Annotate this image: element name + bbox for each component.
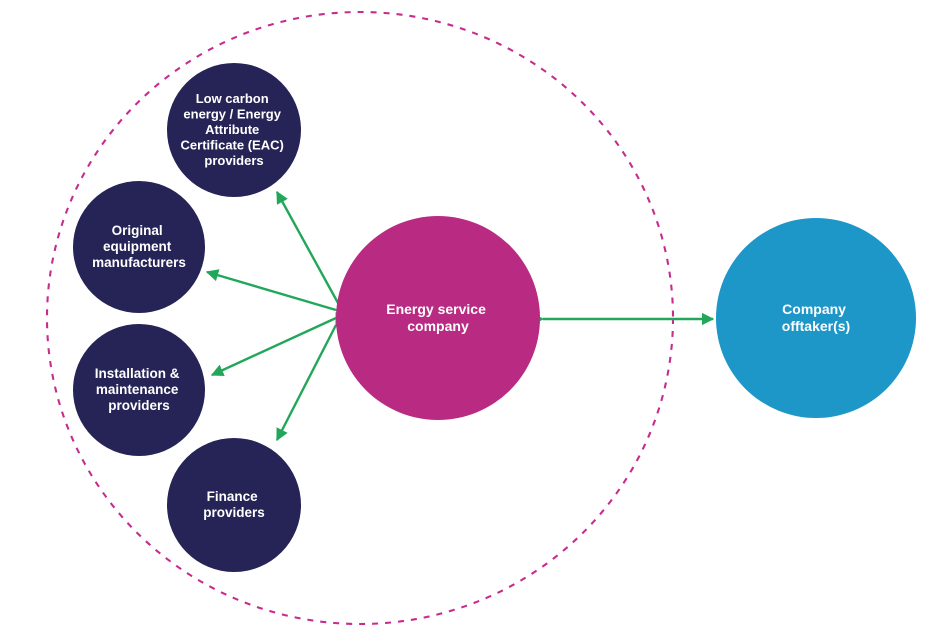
- node-circle-low-carbon-energy-providers[interactable]: [167, 63, 301, 197]
- node-label-finance-providers: Finance providers: [203, 489, 265, 520]
- node-installation-maintenance-providers[interactable]: Installation & maintenance providers: [73, 324, 205, 456]
- node-circle-original-equipment-manufacturers[interactable]: [73, 181, 205, 313]
- connector-group: [205, 190, 715, 442]
- node-label-company-offtakers: Company offtaker(s): [782, 301, 850, 334]
- connector-esc-to-finance-providers: [275, 312, 347, 442]
- node-finance-providers[interactable]: Finance providers: [167, 438, 301, 572]
- connector-esc-to-low-carbon-energy-providers: [275, 190, 349, 316]
- node-circle-installation-maintenance-providers[interactable]: [73, 324, 205, 456]
- node-label-low-carbon-energy-providers: Low carbon energy / Energy Attribute Cer…: [181, 91, 288, 168]
- connector-esc-to-installation-maintenance-providers: [210, 307, 349, 377]
- node-label-original-equipment-manufacturers: Original equipment manufacturers: [92, 223, 186, 270]
- node-label-installation-maintenance-providers: Installation & maintenance providers: [95, 366, 184, 413]
- connector-esc-to-original-equipment-manufacturers: [205, 269, 349, 320]
- node-circle-company-offtakers[interactable]: [716, 218, 916, 418]
- node-circle-finance-providers[interactable]: [167, 438, 301, 572]
- node-company-offtakers[interactable]: Company offtaker(s): [716, 218, 916, 418]
- node-circle-energy-service-company[interactable]: [336, 216, 540, 420]
- node-label-energy-service-company: Energy service company: [386, 301, 490, 334]
- node-low-carbon-energy-providers[interactable]: Low carbon energy / Energy Attribute Cer…: [167, 63, 301, 197]
- node-original-equipment-manufacturers[interactable]: Original equipment manufacturers: [73, 181, 205, 313]
- node-energy-service-company[interactable]: Energy service company: [336, 216, 540, 420]
